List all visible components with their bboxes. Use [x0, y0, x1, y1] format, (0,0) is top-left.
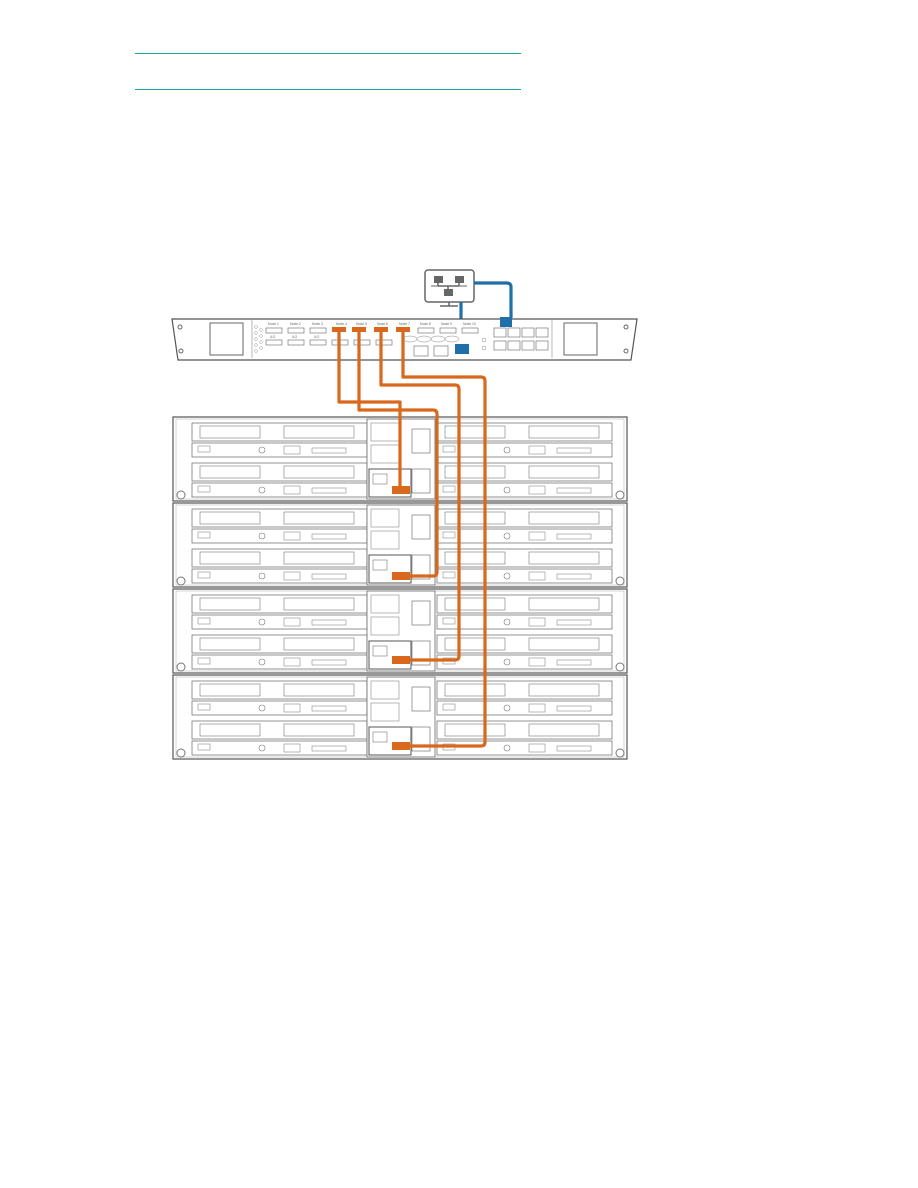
switch-port-label: Node 9 — [441, 322, 452, 326]
switch-ilo-label: iLO — [314, 335, 320, 339]
server-node — [191, 548, 368, 584]
server-node — [191, 422, 368, 458]
server-node — [436, 594, 613, 630]
switch-port-label: Node 4 — [336, 322, 347, 326]
server-node — [436, 680, 613, 716]
switch-port-label: Node 1 — [268, 322, 279, 326]
server-node — [436, 508, 613, 544]
orange-cable-ends — [392, 486, 410, 750]
server-node — [191, 680, 368, 716]
switch-port-label: Node 10 — [463, 322, 476, 326]
power-supply-column — [366, 504, 436, 586]
switch-port-label: Node 3 — [312, 322, 323, 326]
server-chassis — [172, 502, 628, 588]
server-node — [436, 720, 613, 756]
switch-port-label: Node 2 — [290, 322, 301, 326]
server-node — [191, 594, 368, 630]
header-rule-top — [135, 53, 521, 54]
switch-port-label: Node 7 — [399, 322, 410, 326]
server-node — [191, 508, 368, 544]
network-topology-icon — [424, 269, 475, 307]
server-node — [436, 422, 613, 458]
switch-port-label: Node 6 — [377, 322, 388, 326]
switch-port-label: Node 5 — [356, 322, 367, 326]
header-rule-bottom — [135, 89, 521, 90]
orange-cables — [337, 330, 487, 748]
switch-ilo-label: iLO — [270, 335, 276, 339]
server-node — [191, 634, 368, 670]
server-node — [436, 634, 613, 670]
switch-ilo-label: iLO — [292, 335, 298, 339]
server-node — [436, 548, 613, 584]
switch-port-label: Node 8 — [420, 322, 431, 326]
server-node — [191, 720, 368, 756]
server-node — [436, 462, 613, 498]
server-node — [191, 462, 368, 498]
